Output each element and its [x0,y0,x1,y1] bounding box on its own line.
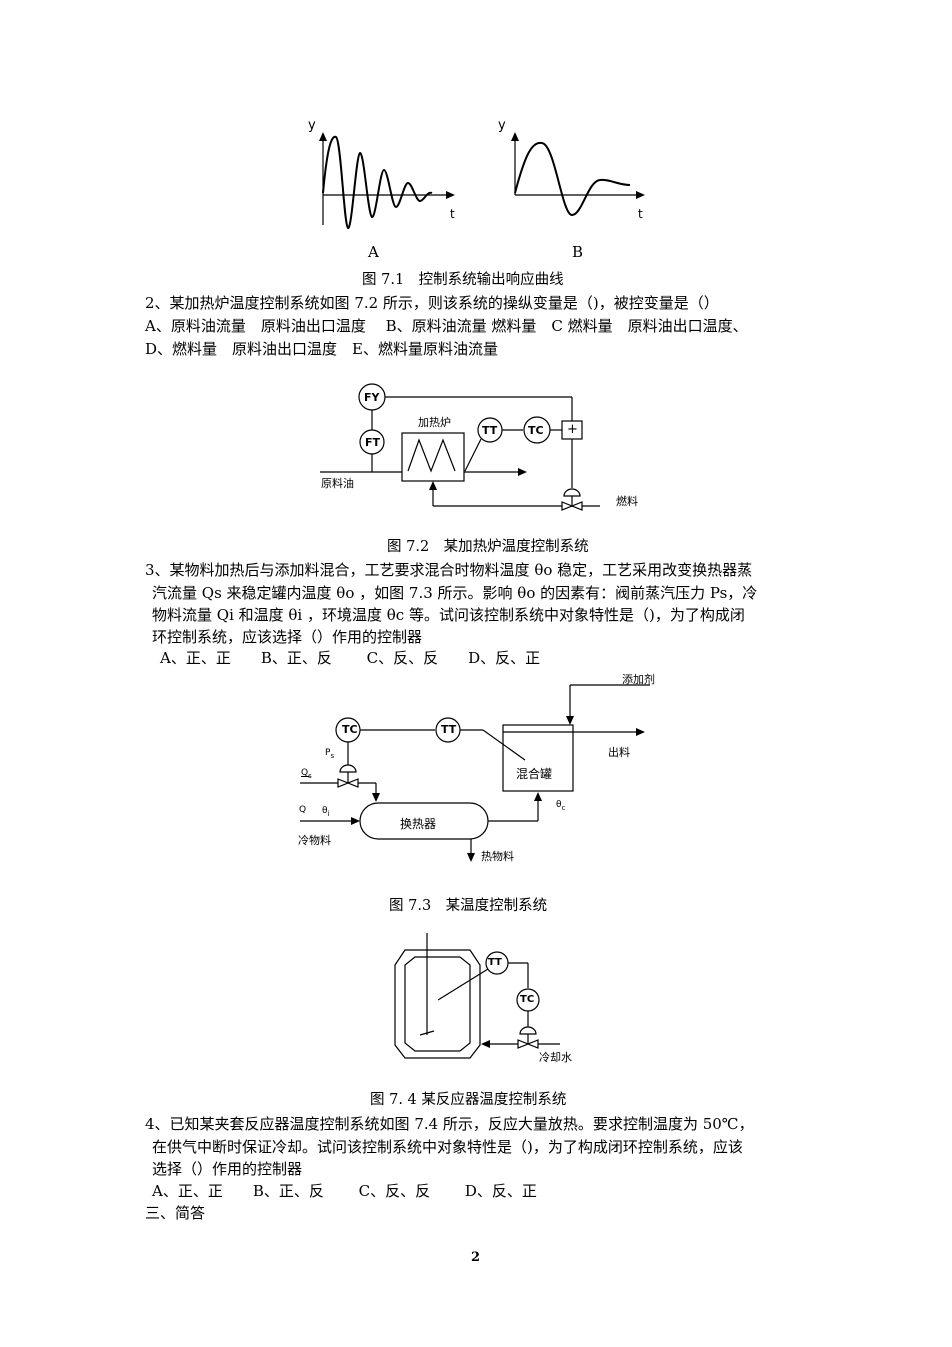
figure-7-3-mixing-diagram [300,684,650,862]
fig73-tt-label: TT [441,723,457,736]
figure-7-1-curves [319,132,645,230]
q3-line3: 物料流量 Qi 和温度 θi ，环境温度 θc 等。试问该控制系统中对象特性是（… [152,606,745,624]
q3-line4: 环控制系统，应该选择（）作用的控制器 [152,628,423,646]
fig71-y-label-b: y [498,118,506,133]
q3-line1: 3、某物料加热后与添加料混合，工艺要求混合时物料温度 θo 稳定，工艺采用改变换… [145,561,753,579]
q3-line2: 汽流量 Qs 来稳定罐内温度 θo ，如图 7.3 所示。影响 θo 的因素有：… [152,584,758,602]
fig72-tt-label: TT [482,424,498,437]
fig72-fy-label: FY [364,391,380,404]
fig72-caption: 图 7.2 某加热炉温度控制系统 [387,539,589,555]
page-number: 2 [471,1250,481,1265]
fig73-cold-label: 冷物料 [298,834,331,847]
fig73-additive-label: 添加剂 [622,673,655,686]
fig73-ps-label: Ps [325,748,335,760]
fig73-qs-label: Qs [301,768,312,780]
section-3-heading: 三、简答 [145,1204,206,1222]
q2-options-line2: D、燃料量 原料油出口温度 E、燃料量原料油流量 [145,340,498,358]
q4-line3: 选择（）作用的控制器 [152,1160,303,1178]
fig74-tt-label: TT [488,957,502,968]
fig72-tc-label: TC [528,424,544,437]
fig74-cooling-label: 冷却水 [539,1051,572,1064]
q4-line1: 4、已知某夹套反应器温度控制系统如图 7.4 所示，反应大量放热。要求控制温度为… [145,1115,754,1133]
fig72-adder-label: + [567,422,578,437]
q4-options: A、正、正 B、正、反 C、反、反 D、反、正 [152,1182,537,1200]
fig73-caption: 图 7.3 某温度控制系统 [389,898,548,914]
fig72-raw-oil-label: 原料油 [321,477,354,490]
fig74-caption: 图 7. 4 某反应器温度控制系统 [370,1092,567,1108]
fig71-t-label-b: t [638,207,643,221]
fig72-furnace-label: 加热炉 [418,416,451,429]
fig73-theta-c-label: θc [556,800,566,812]
fig71-caption: 图 7.1 控制系统输出响应曲线 [362,272,564,288]
fig71-y-label-a: y [308,118,316,133]
q2-stem: 2、某加热炉温度控制系统如图 7.2 所示，则该系统的操纵变量是（)，被控变量是… [145,294,719,312]
fig71-label-a: A [368,243,379,261]
fig71-t-label-a: t [450,207,455,221]
fig72-fuel-label: 燃料 [616,495,638,508]
fig73-outlet-label: 出料 [608,746,630,759]
figure-7-2-furnace-diagram [320,383,600,511]
fig74-tc-label: TC [520,994,535,1005]
q2-options-line1: A、原料油流量 原料油出口温度 B、原料油流量 燃料量 C 燃料量 原料油出口温… [145,317,748,335]
q4-line2: 在供气中断时保证冷却。试问该控制系统中对象特性是（)，为了构成闭环控制系统，应该 [152,1138,743,1156]
fig72-ft-label: FT [365,436,381,449]
fig73-tc-label: TC [342,723,358,736]
fig71-label-b: B [572,243,584,261]
fig73-exchanger-label: 换热器 [400,817,437,831]
figure-7-4-reactor-diagram [394,933,560,1059]
fig73-mixer-label: 混合罐 [516,767,553,781]
q3-options: A、正、正 B、正、反 C、反、反 D、反、正 [160,649,541,667]
fig73-qi-label: Q [299,805,307,815]
fig73-theta-i-label: θi [322,806,330,818]
fig73-hot-label: 热物料 [481,850,514,863]
